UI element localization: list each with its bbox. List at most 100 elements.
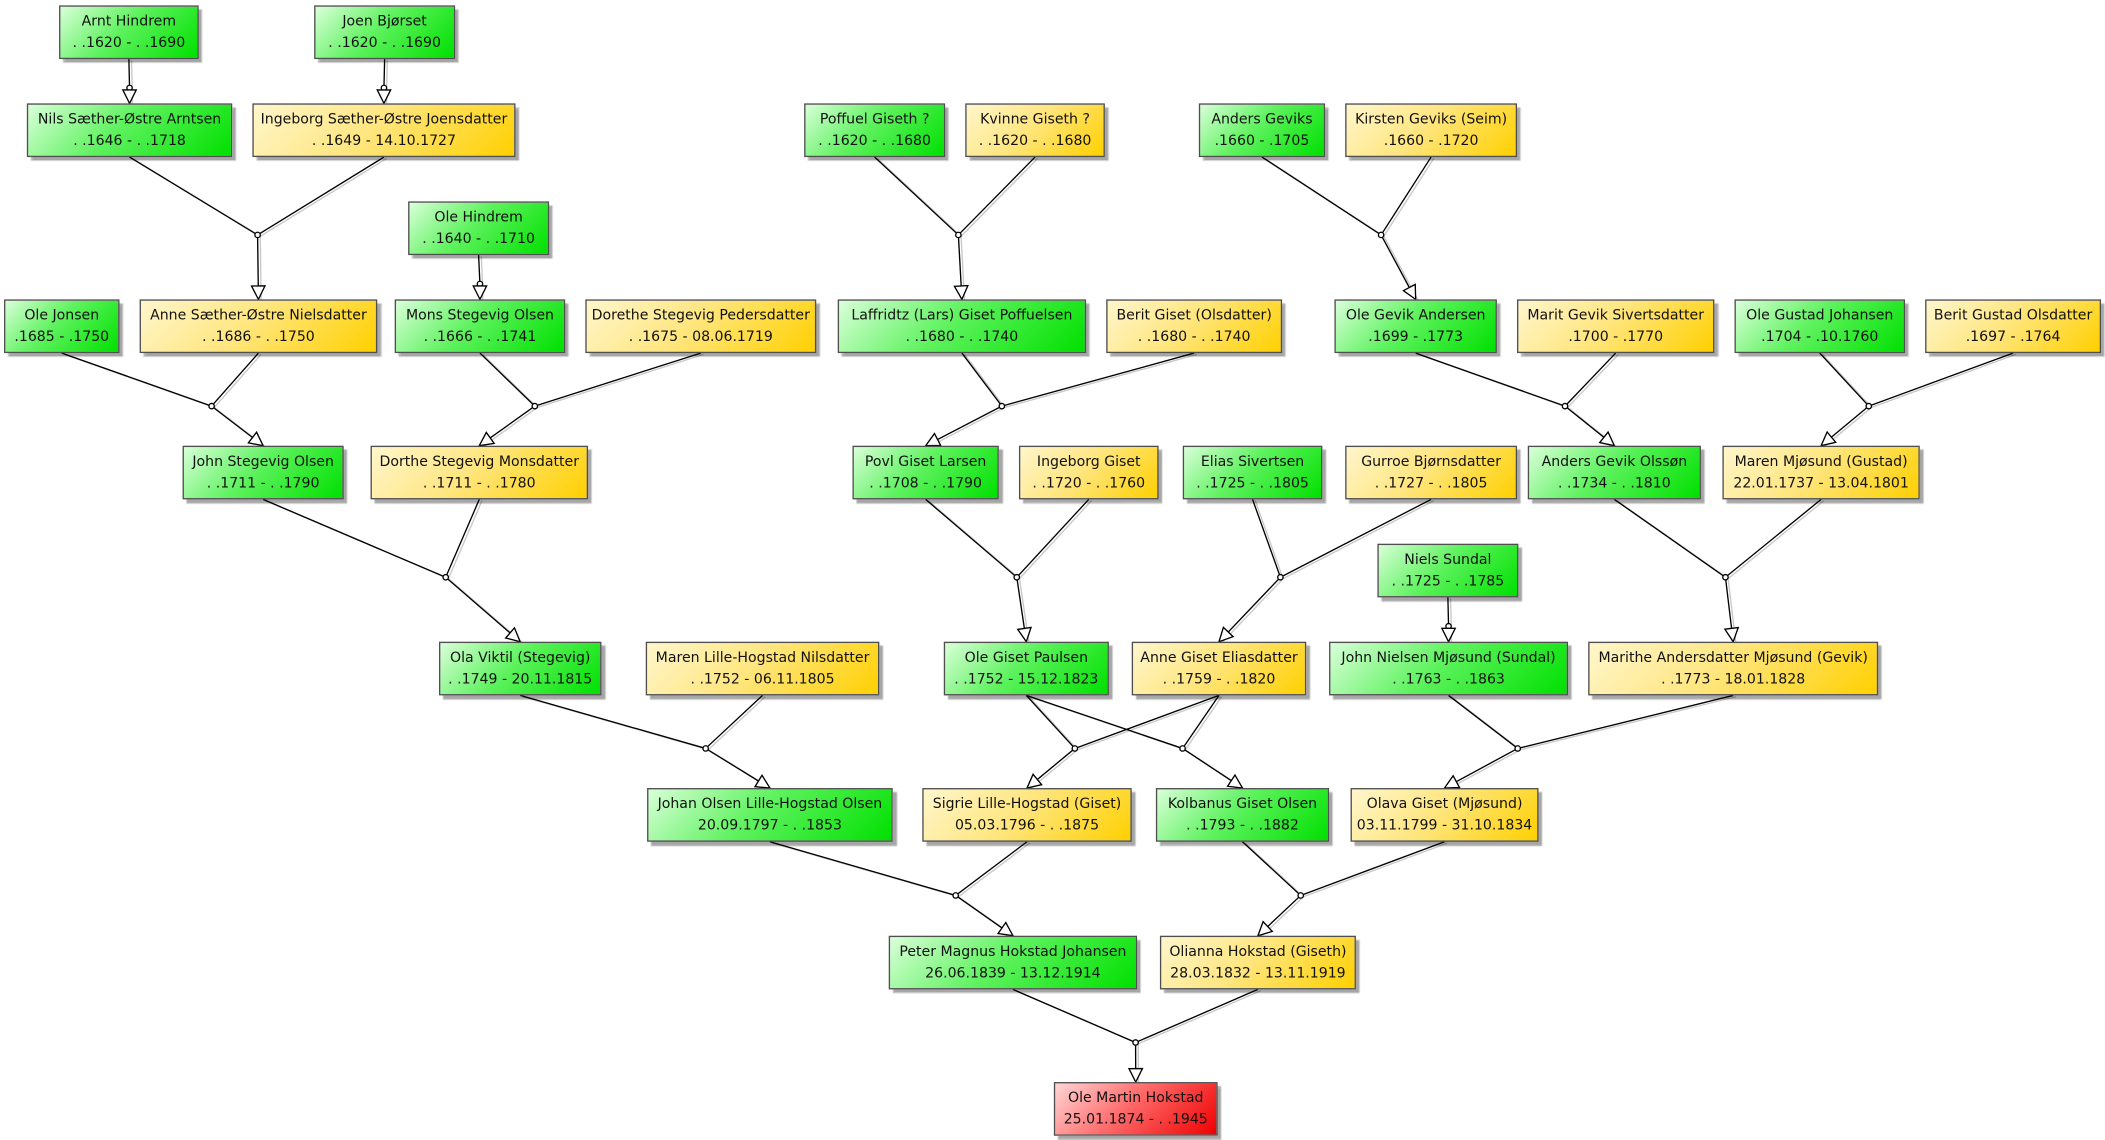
person-name: Berit Gustad Olsdatter [1933, 307, 2093, 324]
person-box-arnt[interactable]: Arnt Hindrem. .1620 - . .1690 [59, 5, 199, 60]
person-box-elias[interactable]: Elias Sivertsen. .1725 - . .1805 [1182, 445, 1323, 500]
person-dates: . .1720 - . .1760 [1032, 475, 1146, 492]
junction-dot-8 [998, 402, 1006, 410]
person-dates: . .1773 - 18.01.1828 [1661, 671, 1806, 688]
person-name: Anders Geviks [1211, 111, 1313, 128]
person-box-marenl[interactable]: Maren Lille-Hogstad Nilsdatter. .1752 - … [645, 641, 880, 696]
person-name: Berit Giset (Olsdatter) [1116, 307, 1272, 324]
person-box-olava[interactable]: Olava Giset (Mjøsund)03.11.1799 - 31.10.… [1350, 788, 1539, 842]
person-box-maren[interactable]: Maren Mjøsund (Gustad)22.01.1737 - 13.04… [1722, 445, 1920, 500]
person-box-beritg[interactable]: Berit Gustad Olsdatter .1697 - .1764 [1925, 299, 2102, 354]
person-box-johnn[interactable]: John Nielsen Mjøsund (Sundal). .1763 - .… [1329, 641, 1569, 696]
person-dates: 20.09.1797 - . .1853 [697, 817, 842, 834]
person-name: Ingeborg Giset [1036, 453, 1141, 470]
person-box-olianna[interactable]: Olianna Hokstad (Giseth) 28.03.1832 - 13.… [1159, 935, 1356, 990]
arrowhead-15 [1440, 627, 1457, 644]
parent-line-17-1 [1182, 695, 1220, 749]
child-line-19-shadow [1446, 749, 1521, 790]
person-dates: . .1749 - 20.11.1815 [448, 671, 593, 688]
arrowhead-18 [1025, 773, 1043, 790]
person-box-sigrie[interactable]: Sigrie Lille-Hogstad (Giset)05.03.1796 -… [922, 788, 1132, 842]
person-name: Dorethe Stegevig Pedersdatter [591, 307, 810, 324]
parent-line-18-0 [1025, 694, 1076, 749]
person-box-olej[interactable]: Ole Jonsen.1685 - .1750 [4, 299, 120, 354]
person-box-andersg[interactable]: Anders Gevik Olssøn. .1734 - . .1810 [1527, 445, 1701, 500]
person-box-gurroe[interactable]: Gurroe Bjørnsdatter. .1727 - . .1805 [1345, 445, 1518, 500]
person-box-kirsten[interactable]: Kirsten Geviks (Seim).1660 - .1720 [1345, 103, 1518, 158]
person-box-anneg[interactable]: Anne Giset Eliasdatter. .1759 - . .1820 [1131, 641, 1307, 696]
junction-dot-18 [1071, 745, 1079, 752]
person-dates: 28.03.1832 - 13.11.1919 [1170, 965, 1346, 982]
parent-line-22-0 [1012, 988, 1136, 1044]
person-box-ola[interactable]: Ola Viktil (Stegevig). .1749 - 20.11.181… [438, 641, 602, 696]
person-box-olegp[interactable]: Ole Giset Paulsen. .1752 - 15.12.1823 [943, 641, 1109, 696]
person-box-oleh[interactable]: Ole Hindrem. .1640 - . .1710 [408, 201, 550, 256]
person-name: Olianna Hokstad (Giseth) [1169, 943, 1347, 960]
person-box-berit[interactable]: Berit Giset (Olsdatter). .1680 - . .1740 [1106, 299, 1283, 354]
person-box-nils[interactable]: Nils Sæther-Østre Arntsen. .1646 - . .17… [26, 103, 233, 158]
parent-line-0-0 [128, 59, 131, 88]
person-box-dorthe[interactable]: Dorthe Stegevig Monsdatter. .1711 - . .1… [370, 445, 589, 500]
person-name: Dorthe Stegevig Monsdatter [379, 453, 580, 470]
person-box-dorethe[interactable]: Dorethe Stegevig Pedersdatter. .1675 - 0… [585, 299, 817, 354]
parent-line-13-0-shadow [1254, 500, 1284, 579]
parent-line-18-1-shadow [1077, 696, 1222, 751]
arrowhead-16 [753, 774, 772, 789]
person-box-povl[interactable]: Povl Giset Larsen. .1708 - . .1790 [852, 445, 999, 500]
person-box-olegu[interactable]: Ole Gustad Johansen.1704 - .10.1760 [1734, 299, 1906, 354]
junction-dot-4 [1377, 231, 1385, 239]
parent-line-18-0-shadow [1028, 696, 1079, 751]
person-name: Ole Giset Paulsen [964, 649, 1089, 666]
arrowhead-10 [1819, 430, 1837, 447]
parent-line-11-0 [262, 498, 446, 578]
parent-line-10-0-shadow [1821, 353, 1872, 408]
person-box-poffuel[interactable]: Poffuel Giseth ?. .1620 - . .1680 [804, 103, 946, 158]
person-dates: .1697 - .1764 [1965, 328, 2061, 346]
person-name: Gurroe Bjørnsdatter [1361, 453, 1502, 470]
person-dates: . .1708 - . .1790 [869, 475, 982, 492]
person-dates: . .1734 - . .1810 [1558, 475, 1671, 492]
person-box-marithe[interactable]: Marithe Andersdatter Mjøsund (Gevik). .1… [1588, 641, 1879, 696]
junction-dot-3 [955, 231, 962, 239]
parent-line-9-0 [1415, 352, 1566, 407]
person-box-ingeborgS[interactable]: Ingeborg Sæther-Østre Joensdatter. .1649… [252, 103, 516, 158]
person-box-ingeborgG[interactable]: Ingeborg Giset . .1720 - . .1760 [1018, 445, 1159, 500]
parent-line-2-0 [129, 156, 258, 236]
person-box-laffridtz[interactable]: Laffridtz (Lars) Giset Poffuelsen. .1680… [837, 299, 1087, 354]
parent-line-20-1-shadow [957, 842, 1031, 898]
person-name: John Nielsen Mjøsund (Sundal) [1341, 649, 1556, 666]
person-name: Joen Bjørset [342, 13, 427, 30]
person-name: Elias Sivertsen [1200, 453, 1305, 470]
person-box-oleg[interactable]: Ole Gevik Andersen.1699 - .1773 [1334, 299, 1497, 354]
person-name: Poffuel Giseth ? [819, 111, 930, 128]
person-box-john[interactable]: John Stegevig Olsen. .1711 - . .1790 [182, 445, 344, 500]
parent-line-12-1-shadow [1018, 500, 1092, 580]
person-dates: 05.03.1796 - . .1875 [954, 817, 1100, 834]
person-box-anders[interactable]: Anders Geviks.1660 - .1705 [1198, 103, 1326, 158]
person-name: Kirsten Geviks (Seim) [1355, 111, 1508, 128]
parent-line-19-0 [1448, 694, 1519, 749]
person-box-marit[interactable]: Marit Gevik Sivertsdatter.1700 - .1770 [1517, 299, 1715, 354]
parent-line-0-0-shadow [130, 60, 133, 90]
arrowhead-6 [247, 430, 265, 447]
person-box-kolbanus[interactable]: Kolbanus Giset Olsen. .1793 - . .1882 [1155, 788, 1330, 842]
person-name: Ole Gustad Johansen [1746, 307, 1894, 324]
person-box-joen[interactable]: Joen Bjørset. .1620 - . .1690 [314, 5, 456, 60]
junction-dot-22 [1132, 1039, 1139, 1046]
junction-dot-19 [1514, 745, 1522, 752]
arrowhead-19 [1443, 774, 1461, 789]
junction-dot-2 [254, 231, 261, 239]
person-box-niels[interactable]: Niels Sundal. .1725 - . .1785 [1377, 543, 1519, 598]
parent-line-10-0 [1819, 352, 1870, 407]
junction-dot-21 [1297, 892, 1305, 899]
parent-line-3-0 [874, 156, 959, 236]
person-dates: .1685 - .1750 [14, 328, 110, 346]
person-box-kvinne[interactable]: Kvinne Giseth ?. .1620 - . .1680 [965, 103, 1105, 158]
person-box-anne[interactable]: Anne Sæther-Østre Nielsdatter. .1686 - .… [139, 299, 378, 354]
person-box-mons[interactable]: Mons Stegevig Olsen. .1666 - . .1741 [394, 299, 566, 354]
arrowhead-9 [1598, 430, 1616, 447]
